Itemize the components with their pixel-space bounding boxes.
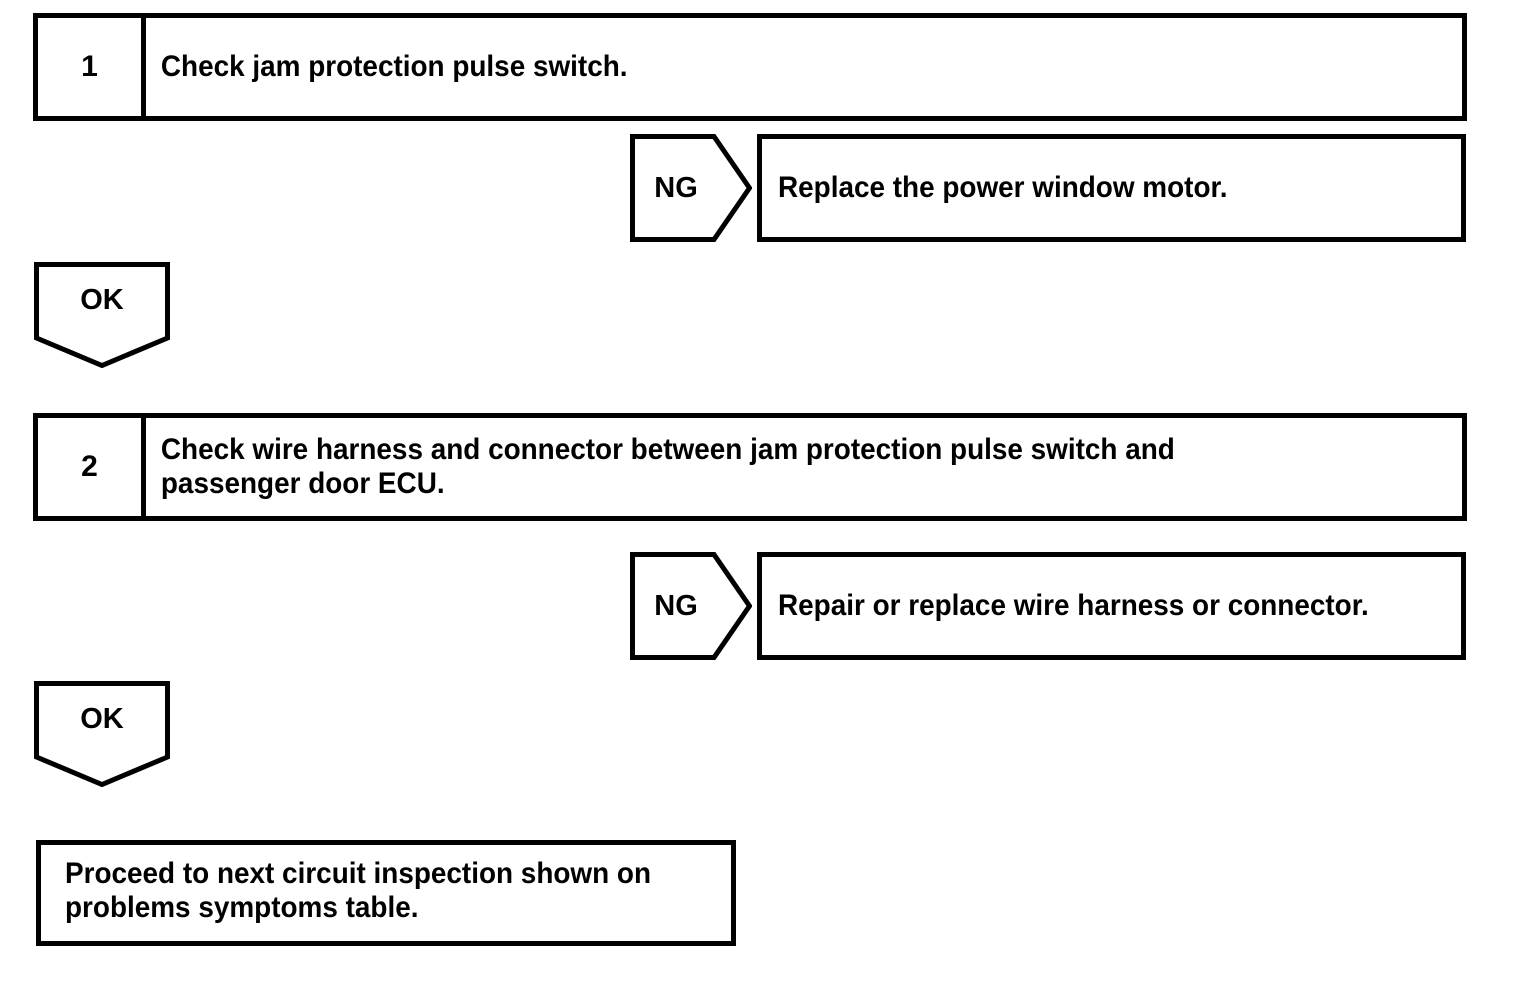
step-1-ng-arrow: NG xyxy=(630,134,752,242)
step-2-number: 2 xyxy=(38,418,146,516)
step-1-ng-result-box: Replace the power window motor. xyxy=(757,134,1466,242)
step-1-ng-label: NG xyxy=(654,171,698,204)
step-1-ok-label: OK xyxy=(80,283,124,316)
step-1-text: Check jam protection pulse switch. xyxy=(160,50,628,84)
final-result-box: Proceed to next circuit inspection shown… xyxy=(36,840,736,946)
step-2-ok-arrow: OK xyxy=(34,681,170,787)
step-2-ng-result-text: Repair or replace wire harness or connec… xyxy=(778,589,1369,623)
step-2-ok-label: OK xyxy=(80,702,124,735)
step-1-box: 1 Check jam protection pulse switch. xyxy=(33,13,1467,121)
step-2-ng-arrow: NG xyxy=(630,552,752,660)
step-2-box: 2 Check wire harness and connector betwe… xyxy=(33,413,1467,521)
step-1-number: 1 xyxy=(38,18,146,116)
step-1-ng-result-text: Replace the power window motor. xyxy=(778,171,1228,205)
step-2-text: Check wire harness and connector between… xyxy=(160,433,1175,500)
step-2-ng-result-box: Repair or replace wire harness or connec… xyxy=(757,552,1466,660)
final-result-text: Proceed to next circuit inspection shown… xyxy=(65,857,651,924)
step-1-ok-arrow: OK xyxy=(34,262,170,368)
step-2-ng-label: NG xyxy=(654,589,698,622)
